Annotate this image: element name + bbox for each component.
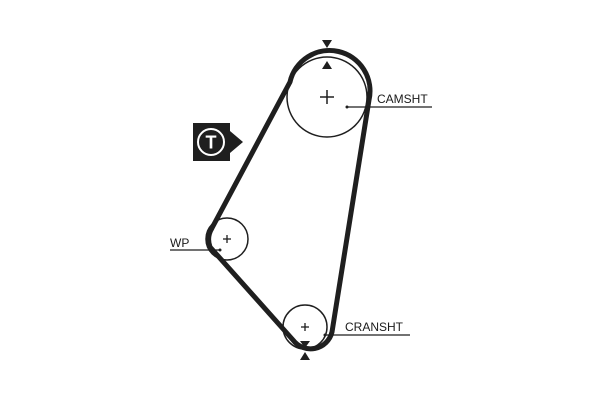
tensioner-badge-icon: T [193, 123, 243, 161]
tensioner-symbol: T [206, 133, 217, 153]
crankshaft-pulley [282, 304, 410, 350]
crankshaft-timing-mark [300, 341, 310, 360]
camshaft-timing-mark [322, 40, 332, 69]
triangle-marker-icon [300, 341, 310, 348]
crankshaft-label: CRANSHT [345, 320, 404, 334]
plus-icon [223, 235, 231, 243]
timing-belt [206, 48, 373, 352]
water-pump-label: WP [170, 236, 189, 250]
plus-icon [301, 323, 309, 331]
camshaft-label: CAMSHT [377, 92, 428, 106]
water-pump-pulley [170, 217, 249, 261]
triangle-marker-icon [322, 61, 332, 69]
plus-icon [320, 90, 334, 104]
camshaft-pulley [286, 56, 432, 138]
triangle-marker-icon [322, 40, 332, 48]
triangle-marker-icon [300, 352, 310, 360]
